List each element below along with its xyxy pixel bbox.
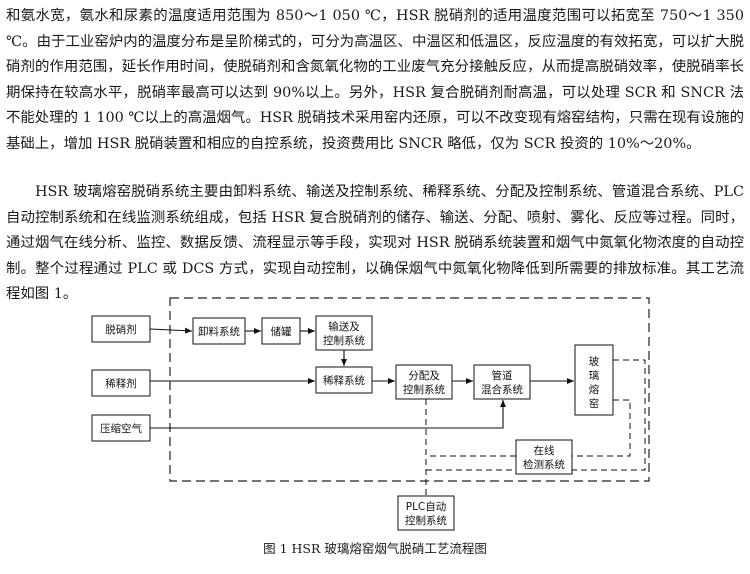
box-label: 卸料系统: [198, 325, 240, 338]
box-label-line1: PLC自动: [406, 500, 447, 513]
input-label: 压缩空气: [100, 422, 142, 435]
dilution-system-box: 稀释系统: [315, 366, 373, 394]
box-label-line2: 混合系统: [481, 383, 523, 396]
conveying-control-box: 输送及 控制系统: [315, 315, 373, 351]
unloading-system-box: 卸料系统: [192, 317, 246, 345]
distribution-control-box: 分配及 控制系统: [395, 364, 453, 400]
plc-control-box: PLC自动 控制系统: [397, 495, 455, 531]
box-label: 储罐: [271, 325, 292, 338]
furnace-char: 璃: [589, 369, 600, 382]
box-label-line2: 控制系统: [323, 334, 365, 347]
online-monitoring-box: 在线 检测系统: [515, 439, 573, 475]
paragraph-1: 和氨水宽，氨水和尿素的温度适用范围为 850～1 050 ℃，HSR 脱硝剂的适…: [6, 8, 744, 152]
box-label: 稀释系统: [323, 374, 365, 387]
input-label: 稀释剂: [105, 377, 137, 390]
box-label-line1: 在线: [534, 444, 555, 457]
input-label: 脱硝剂: [105, 323, 137, 336]
box-label-line2: 检测系统: [523, 458, 565, 471]
figure-caption: 图 1 HSR 玻璃熔窑烟气脱硝工艺流程图: [263, 541, 487, 556]
flow-arrows: [149, 327, 574, 429]
input-diluent-box: 稀释剂: [91, 369, 151, 397]
signal-lines: [425, 359, 646, 496]
input-denitration-agent-box: 脱硝剂: [91, 315, 151, 343]
pipeline-mixing-box: 管道 混合系统: [473, 364, 531, 400]
system-boundary: [169, 297, 650, 482]
box-label-line1: 管道: [492, 369, 513, 382]
furnace-char: 玻: [589, 355, 600, 368]
box-label-line1: 分配及: [408, 370, 440, 382]
box-label-line2: 控制系统: [403, 383, 445, 396]
furnace-char: 熔: [589, 383, 600, 396]
box-label-line1: 输送及: [328, 320, 360, 333]
input-compressed-air-box: 压缩空气: [91, 414, 151, 442]
glass-furnace-box: 玻 璃 熔 窑: [574, 344, 614, 416]
furnace-char: 窑: [589, 397, 600, 410]
paragraph-2: HSR 玻璃熔窑脱硝系统主要由卸料系统、输送及控制系统、稀释系统、分配及控制系统…: [6, 184, 744, 302]
storage-tank-box: 储罐: [261, 317, 301, 345]
box-label-line2: 控制系统: [405, 514, 447, 527]
